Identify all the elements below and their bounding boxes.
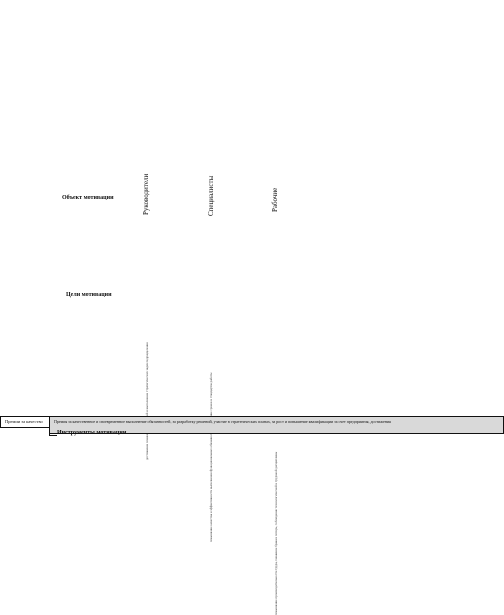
column-body-managers: достижение плановых показателей и выполн…	[145, 342, 149, 460]
connector-vertical	[49, 428, 50, 436]
connector-horizontal	[49, 435, 57, 436]
label-goals: Цели мотивации	[66, 292, 112, 298]
label-tools: Инструменты мотивации	[57, 430, 127, 436]
row-label-box: Премии за качество	[0, 416, 50, 428]
column-body-specialists: повышение качества и эффективности выпол…	[209, 372, 213, 542]
column-body-workers: повышение производительности труда, сниж…	[274, 451, 278, 615]
label-object: Объект мотивации	[62, 195, 114, 201]
